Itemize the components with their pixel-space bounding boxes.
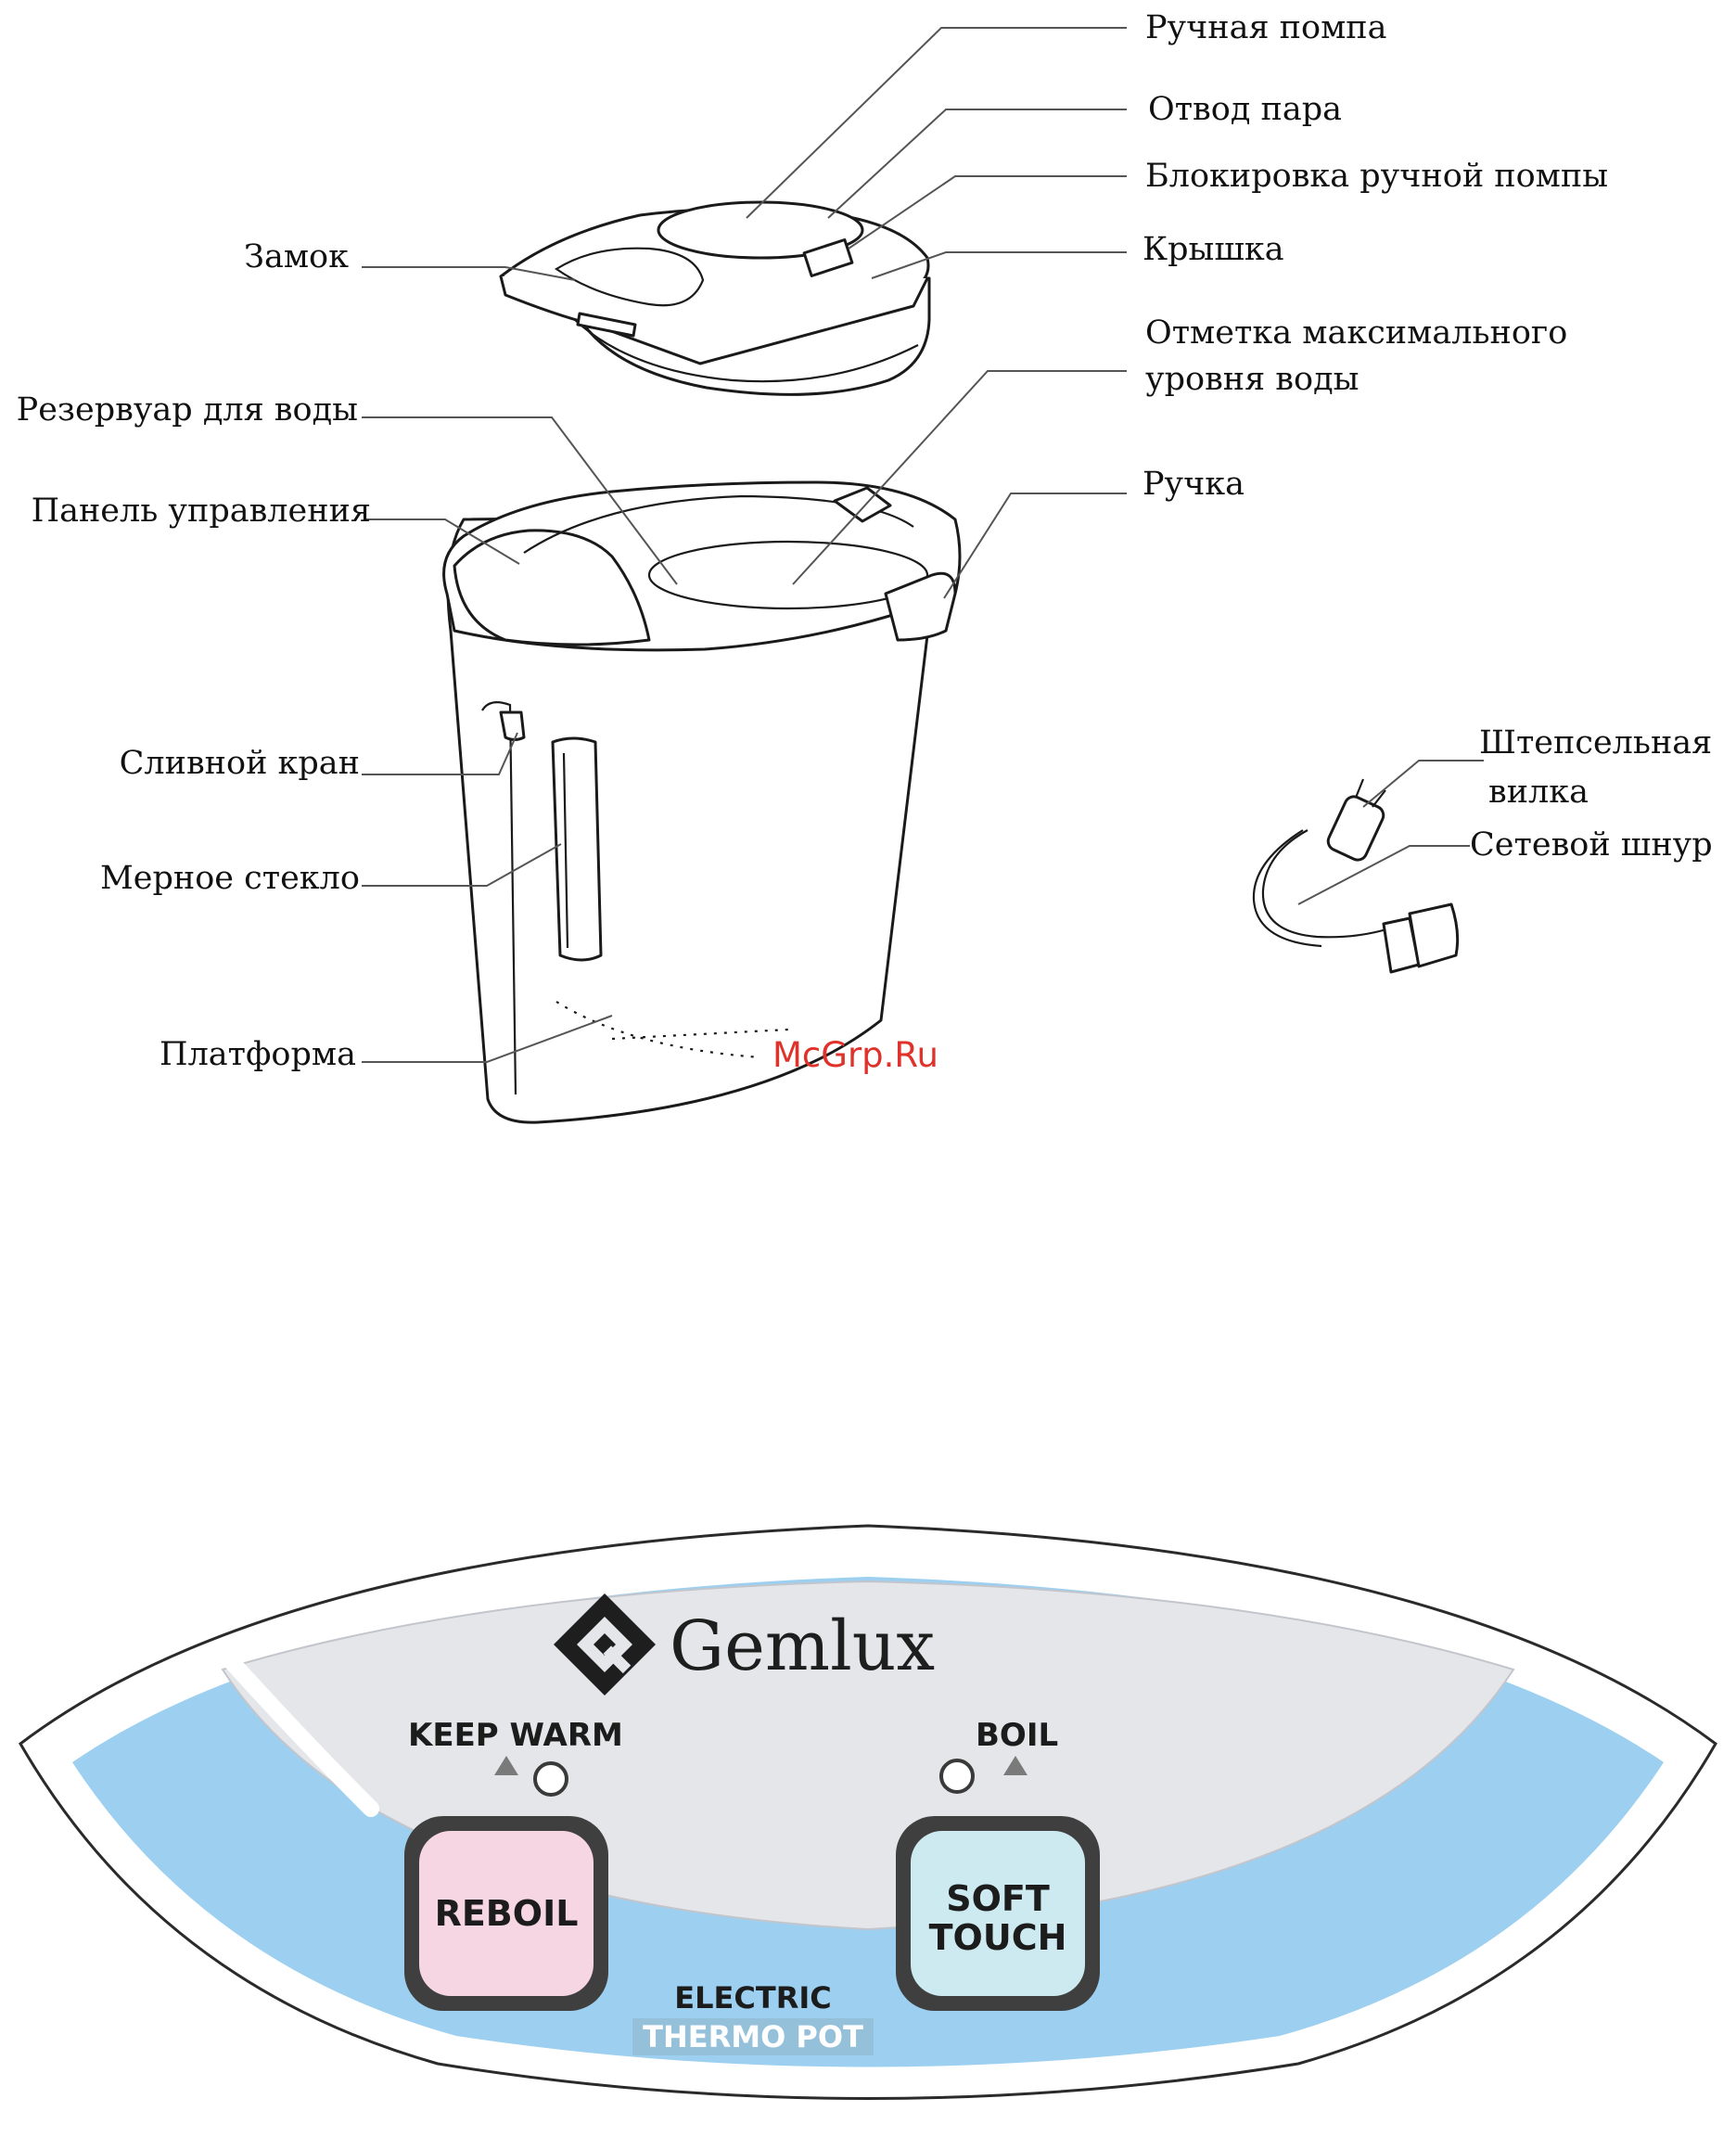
label-power-cord: Сетевой шнур xyxy=(1470,826,1713,864)
gemlux-logo: Gemlux xyxy=(554,1593,935,1696)
label-plug-line1: Штепсельная xyxy=(1479,724,1712,761)
pot-body-drawing xyxy=(444,482,960,1122)
power-cord-drawing xyxy=(1254,779,1458,972)
electric-label: ELECTRIC xyxy=(674,1980,831,2015)
control-panel-graphic: Gemlux KEEP WARM BOIL REBOIL SOFT TOUCH … xyxy=(20,1526,1716,2099)
label-pump-lock: Блокировка ручной помпы xyxy=(1145,158,1608,195)
reboil-button[interactable]: REBOIL xyxy=(404,1816,608,2011)
label-handle: Ручка xyxy=(1142,466,1245,503)
reboil-button-label: REBOIL xyxy=(435,1893,579,1934)
label-drain-tap: Сливной кран xyxy=(120,745,360,782)
label-water-tank: Резервуар для воды xyxy=(17,391,358,429)
soft-touch-label-line2: TOUCH xyxy=(929,1917,1067,1958)
lid-drawing xyxy=(501,202,929,394)
label-max-mark-line1: Отметка максимального xyxy=(1145,314,1567,352)
brand-name: Gemlux xyxy=(670,1606,935,1686)
thermo-pot-label: THERMO POT xyxy=(643,2019,863,2054)
label-max-mark-line2: уровня воды xyxy=(1145,361,1359,398)
boil-indicator-light xyxy=(941,1760,973,1792)
boil-label: BOIL xyxy=(976,1717,1058,1754)
label-lid: Крышка xyxy=(1142,231,1284,268)
leader-power-cord xyxy=(1298,846,1470,904)
leader-steam-outlet xyxy=(828,109,1127,218)
leader-plug xyxy=(1363,761,1484,807)
label-control-panel: Панель управления xyxy=(32,493,371,530)
leader-handle xyxy=(944,493,1127,598)
soft-touch-button[interactable]: SOFT TOUCH xyxy=(896,1816,1100,2011)
keep-warm-indicator-light xyxy=(535,1763,567,1795)
label-manual-pump: Ручная помпа xyxy=(1145,9,1387,46)
label-plug-line2: вилка xyxy=(1488,774,1589,811)
label-gauge-glass: Мерное стекло xyxy=(100,860,360,897)
soft-touch-label-line1: SOFT xyxy=(946,1878,1050,1919)
watermark-text: McGrp.Ru xyxy=(772,1035,938,1075)
label-platform: Платформа xyxy=(160,1036,356,1073)
keep-warm-label: KEEP WARM xyxy=(408,1717,623,1754)
label-lock: Замок xyxy=(244,238,349,275)
label-steam-outlet: Отвод пара xyxy=(1148,91,1342,128)
